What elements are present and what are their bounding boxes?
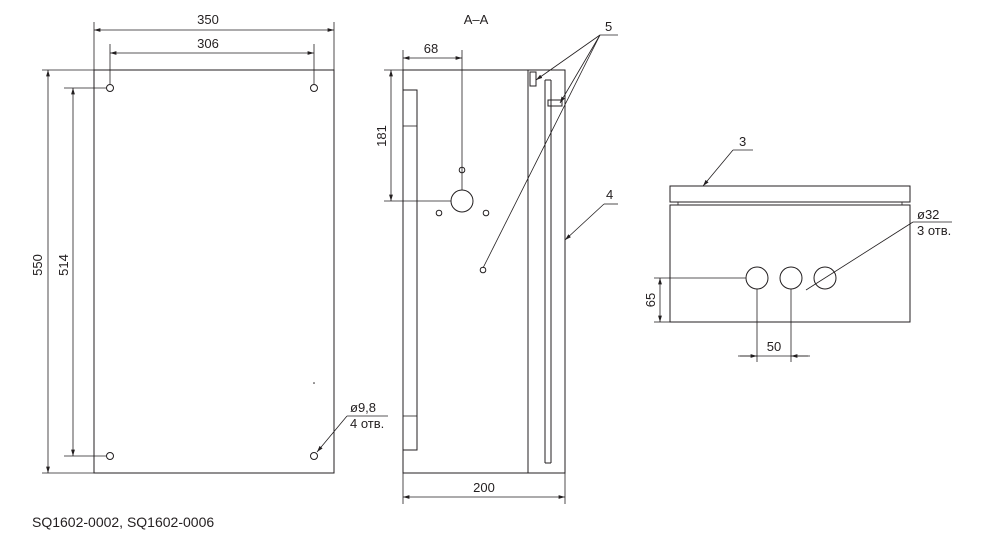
front-hole-dia-label: ø9,8 (350, 400, 376, 415)
bottom-hole-dia-label: ø32 (917, 207, 939, 222)
bottom-spacing-label: 50 (767, 339, 781, 354)
dim-height-181: 181 (374, 69, 451, 202)
bottom-hole-callout: ø32 3 отв. (805, 207, 952, 291)
section-offset-label: 68 (424, 41, 438, 56)
bottom-hole-count-label: 3 отв. (917, 223, 951, 238)
mounting-hole (106, 84, 114, 92)
section-view: A–A 68 181 (374, 12, 618, 504)
front-view: 350 306 550 514 ø9,8 4 отв. (30, 12, 388, 474)
bottom-height-label: 65 (643, 293, 658, 307)
section-outline (402, 69, 566, 474)
dim-depth-200: 200 (402, 473, 566, 504)
mounting-hole (310, 452, 318, 460)
callout-5: 5 (482, 19, 618, 269)
small-hole (479, 266, 487, 274)
mark-dot (313, 382, 315, 384)
section-height-offset-label: 181 (374, 125, 389, 147)
cable-hole (450, 189, 474, 213)
dim-hole-spacing-306: 306 (109, 36, 315, 84)
callout-4-label: 4 (606, 187, 613, 202)
front-hole-count-label: 4 отв. (350, 416, 384, 431)
hole-callout: ø9,8 4 отв. (316, 400, 388, 453)
dim-width-350: 350 (93, 12, 335, 70)
cable-entry-hole (745, 266, 769, 290)
dim-offset-68: 68 (402, 41, 463, 190)
cable-entry-hole (813, 266, 837, 290)
callout-4: 4 (564, 187, 618, 241)
bottom-view: 3 ø32 3 отв. 65 50 (643, 134, 952, 362)
model-caption: SQ1602-0002, SQ1602-0006 (32, 514, 214, 530)
mounting-hole (106, 452, 114, 460)
dim-height-65: 65 (643, 277, 746, 323)
cable-entry-hole (779, 266, 803, 290)
bracket (547, 99, 563, 107)
dim-hole-vspacing-514: 514 (56, 87, 106, 457)
callout-3-label: 3 (739, 134, 746, 149)
bottom-body (669, 204, 911, 323)
section-depth-label: 200 (473, 480, 495, 495)
small-hole (482, 209, 490, 217)
dim-height-550: 550 (30, 69, 94, 474)
callout-3: 3 (702, 134, 753, 187)
front-height-label: 550 (30, 254, 45, 276)
front-width-label: 350 (197, 12, 219, 27)
section-title: A–A (464, 12, 489, 27)
bracket (529, 71, 537, 87)
callout-5-label: 5 (605, 19, 612, 34)
small-hole (435, 209, 443, 217)
dim-spacing-50: 50 (738, 289, 810, 362)
mounting-hole (310, 84, 318, 92)
front-outline (93, 69, 335, 474)
front-hole-spacing-label: 306 (197, 36, 219, 51)
door-profile (402, 89, 418, 451)
front-hole-vspacing-label: 514 (56, 254, 71, 276)
lid (669, 185, 911, 203)
